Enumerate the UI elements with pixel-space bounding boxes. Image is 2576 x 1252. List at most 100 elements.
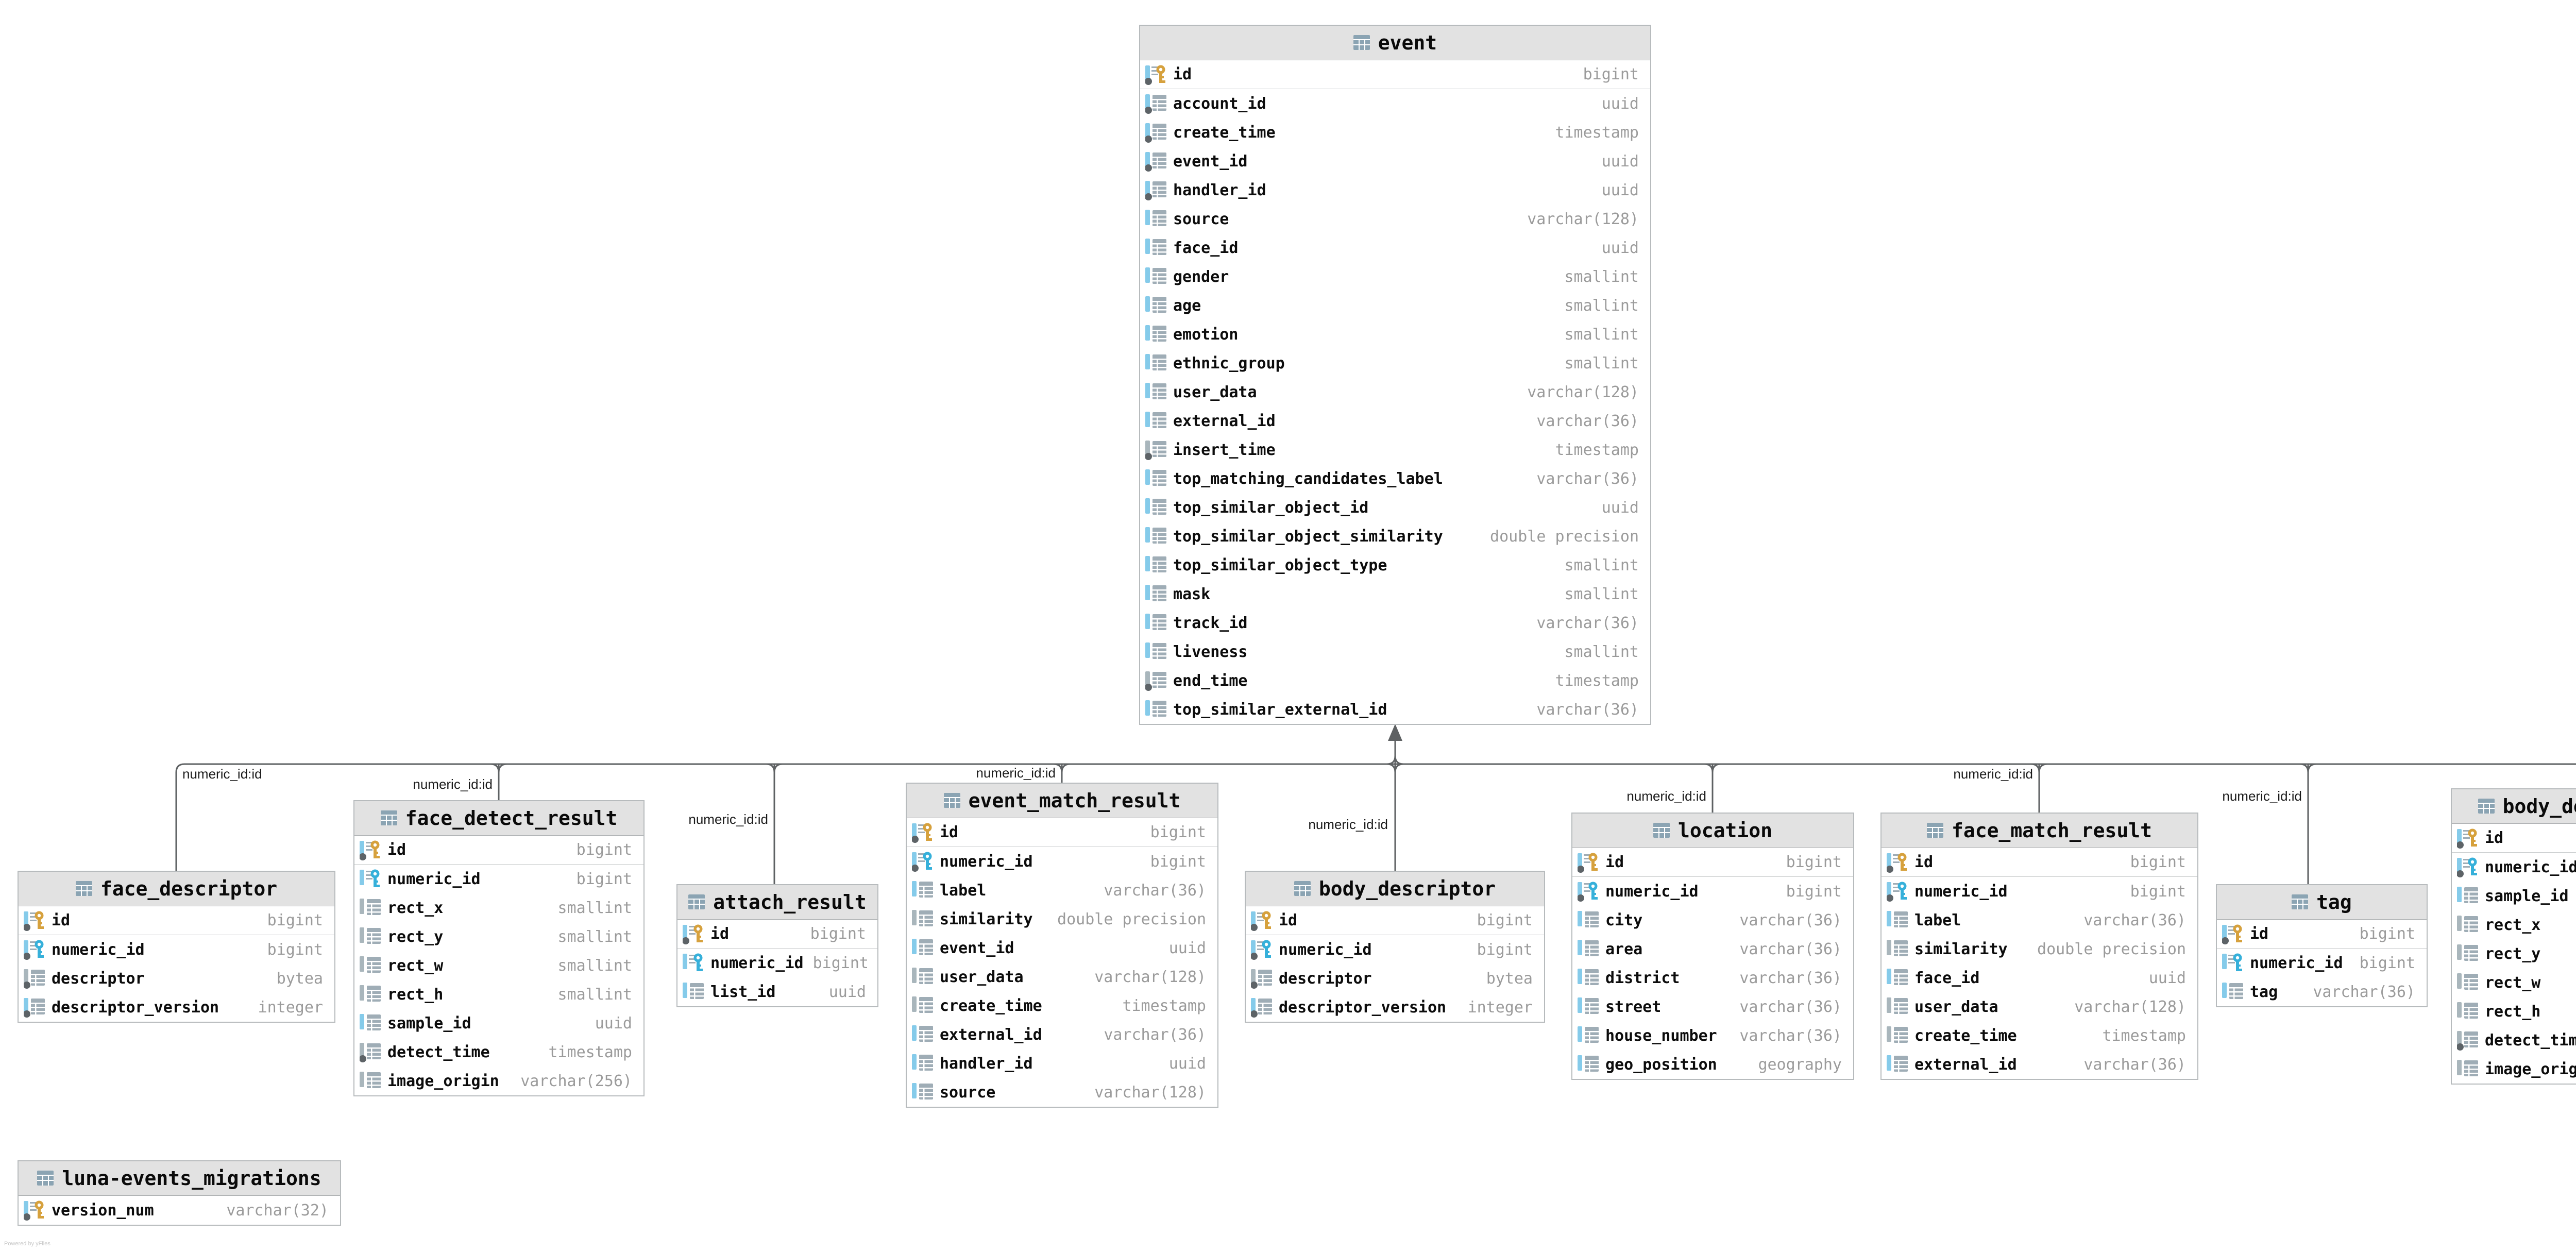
table-header[interactable]: face_descriptor — [19, 872, 334, 906]
table-header[interactable]: attach_result — [677, 885, 877, 920]
table-header[interactable]: event_match_result — [907, 784, 1217, 818]
table-body_detect_result[interactable]: body_detect_resultidbigintnumeric_idbigi… — [2451, 788, 2576, 1085]
table-header[interactable]: body_detect_result — [2452, 789, 2576, 824]
table-header[interactable]: face_detect_result — [354, 801, 643, 836]
table-header[interactable]: body_descriptor — [1246, 872, 1544, 906]
table-header[interactable]: tag — [2217, 885, 2427, 920]
table-header[interactable]: location — [1572, 814, 1853, 848]
table-header[interactable]: event — [1140, 26, 1650, 60]
table-header[interactable]: luna-events_migrations — [19, 1161, 340, 1196]
table-header[interactable]: face_match_result — [1882, 814, 2197, 848]
